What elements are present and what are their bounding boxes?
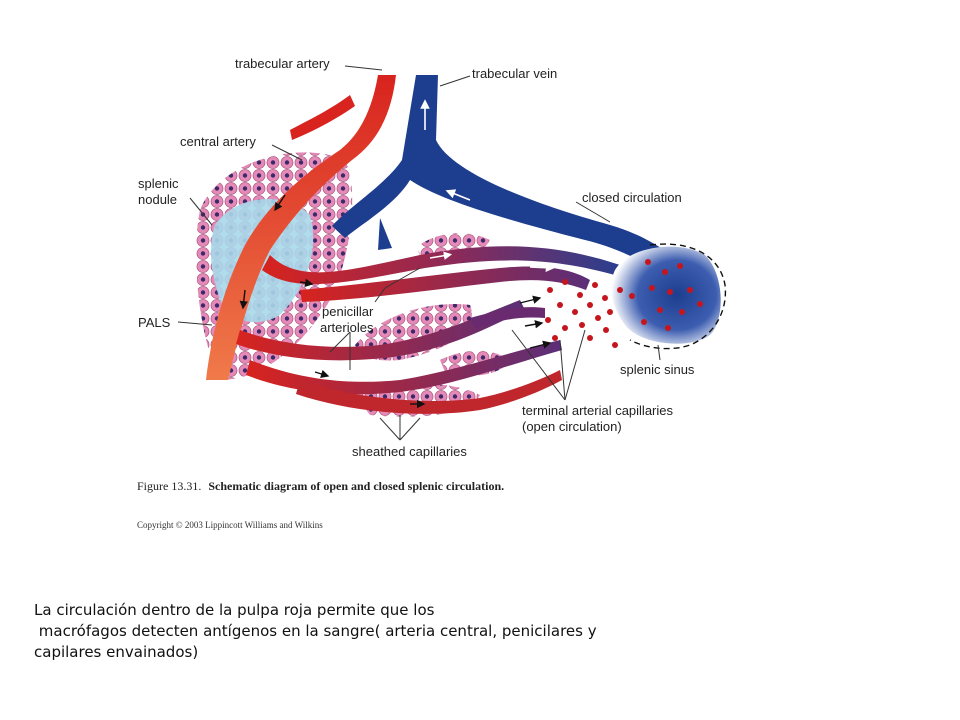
central-artery	[206, 75, 396, 380]
copyright: Copyright © 2003 Lippincott Williams and…	[137, 520, 323, 530]
label-pals: PALS	[138, 315, 171, 330]
label-splenic-nodule-line2: nodule	[138, 192, 177, 207]
label-penicillar-line2: arterioles	[320, 320, 374, 335]
penicillar-arterioles	[236, 246, 620, 414]
open-circulation-blood-cells	[545, 279, 623, 348]
label-sheathed-capillaries: sheathed capillaries	[352, 444, 467, 459]
label-penicillar-line1: penicillar	[322, 304, 374, 319]
caption-line-2: macrófagos detecten antígenos en la sang…	[34, 622, 597, 640]
label-leaders	[177, 65, 661, 441]
label-trabecular-artery: trabecular artery	[235, 56, 330, 71]
label-splenic-sinus: splenic sinus	[620, 362, 695, 377]
caption-line-3: capilares envainados)	[34, 643, 199, 661]
caption-line-1: La circulación dentro de la pulpa roja p…	[34, 601, 435, 619]
slide-caption: La circulación dentro de la pulpa roja p…	[34, 600, 914, 663]
figure-caption: Figure 13.31. Schematic diagram of open …	[137, 479, 504, 493]
label-terminal-line1: terminal arterial capillaries	[522, 403, 673, 418]
label-terminal-line2: (open circulation)	[522, 419, 622, 434]
label-closed-circulation: closed circulation	[582, 190, 682, 205]
label-splenic-nodule-line1: splenic	[138, 176, 179, 191]
trabecular-vein	[332, 75, 680, 276]
label-trabecular-vein: trabecular vein	[472, 66, 557, 81]
figure-title: Schematic diagram of open and closed spl…	[208, 479, 504, 493]
label-central-artery: central artery	[180, 134, 256, 149]
splenic-circulation-diagram: trabecular artery trabecular vein centra…	[137, 56, 727, 530]
figure-number: Figure 13.31.	[137, 479, 201, 493]
splenic-sinus	[611, 243, 727, 350]
